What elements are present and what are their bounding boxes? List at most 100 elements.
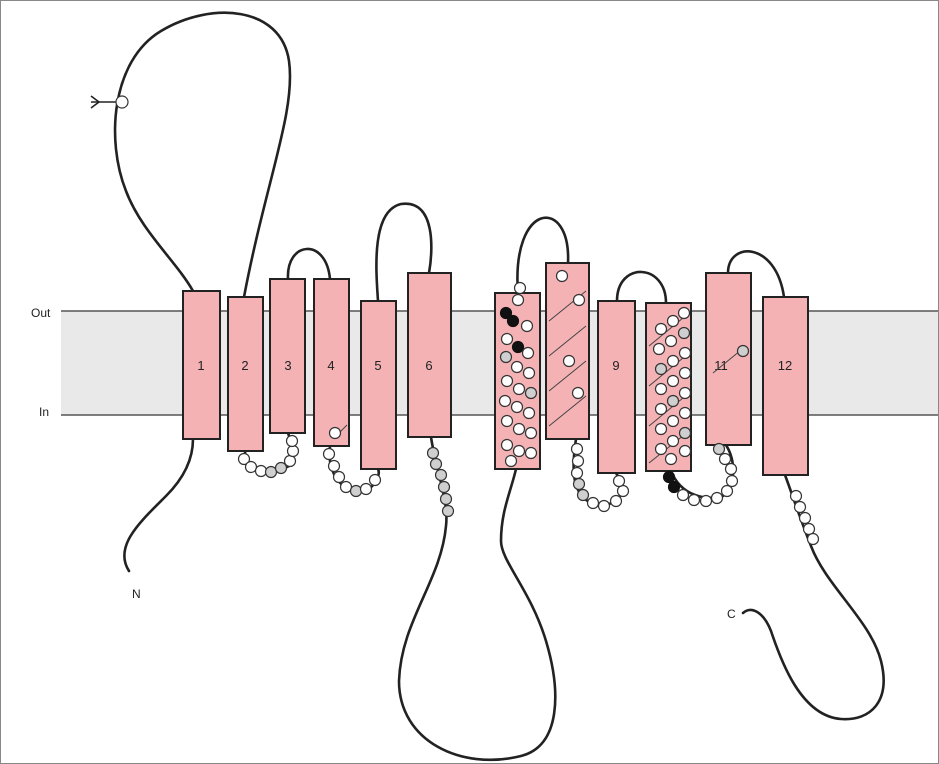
residue — [618, 486, 629, 497]
residue — [506, 456, 517, 467]
residue — [656, 324, 667, 335]
residue — [701, 496, 712, 507]
residue — [288, 446, 299, 457]
c-terminus-label: C — [727, 607, 736, 621]
residue — [678, 490, 689, 501]
residue — [287, 436, 298, 447]
residue — [502, 334, 513, 345]
residue — [656, 424, 667, 435]
residue — [611, 496, 622, 507]
residue — [668, 316, 679, 327]
residue — [574, 295, 585, 306]
helix-label-1: 1 — [197, 358, 204, 373]
helix-9 — [598, 301, 635, 473]
helices: 1 2 3 4 5 6 9 11 12 — [183, 263, 808, 475]
residue — [514, 424, 525, 435]
residue — [588, 498, 599, 509]
helix-label-3: 3 — [284, 358, 291, 373]
helix-11 — [706, 273, 751, 445]
residue — [513, 295, 524, 306]
extracellular-loop-1 — [115, 13, 290, 297]
helix-12 — [763, 297, 808, 475]
residue — [680, 446, 691, 457]
residue — [502, 440, 513, 451]
residue — [666, 336, 677, 347]
residue — [524, 408, 535, 419]
residue — [791, 491, 802, 502]
residue — [246, 462, 257, 473]
residue — [720, 454, 731, 465]
residue — [572, 468, 583, 479]
residue — [502, 376, 513, 387]
residue — [656, 384, 667, 395]
residue — [689, 495, 700, 506]
extracellular-loop-5 — [617, 272, 666, 303]
residue — [441, 494, 452, 505]
residue — [522, 321, 533, 332]
residue — [679, 328, 690, 339]
residue — [574, 479, 585, 490]
residue — [329, 461, 340, 472]
helix-label-5: 5 — [374, 358, 381, 373]
residue — [334, 472, 345, 483]
helix-label-2: 2 — [241, 358, 248, 373]
residue — [502, 416, 513, 427]
residue — [428, 448, 439, 459]
residue — [361, 484, 372, 495]
residue — [668, 436, 679, 447]
residue — [666, 454, 677, 465]
residue — [656, 404, 667, 415]
residue — [330, 428, 341, 439]
residue — [714, 444, 725, 455]
residue — [679, 308, 690, 319]
residue — [804, 524, 815, 535]
glycosylation-residue — [116, 96, 128, 108]
helix-2 — [228, 297, 263, 451]
residue — [285, 456, 296, 467]
residue — [800, 513, 811, 524]
helix-6 — [408, 273, 451, 437]
in-label: In — [39, 405, 49, 419]
residue — [668, 376, 679, 387]
residue — [712, 493, 723, 504]
residue — [795, 502, 806, 513]
residue — [266, 467, 277, 478]
residue — [256, 466, 267, 477]
residue — [668, 396, 679, 407]
residue — [501, 352, 512, 363]
residue — [722, 486, 733, 497]
helix-label-4: 4 — [327, 358, 334, 373]
residue — [680, 348, 691, 359]
residue — [573, 456, 584, 467]
n-terminal-tail — [124, 439, 193, 571]
residue — [324, 449, 335, 460]
residue — [526, 428, 537, 439]
helix-3 — [270, 279, 305, 433]
residue — [572, 444, 583, 455]
residue — [726, 464, 737, 475]
n-terminus-label: N — [132, 587, 141, 601]
residue — [578, 490, 589, 501]
c-terminal-tail — [743, 475, 884, 719]
residue — [656, 364, 667, 375]
helix-label-12: 12 — [778, 358, 792, 373]
residue — [512, 402, 523, 413]
residue — [727, 476, 738, 487]
residue — [514, 384, 525, 395]
residue — [370, 475, 381, 486]
residue — [512, 362, 523, 373]
residue — [573, 388, 584, 399]
residue — [680, 388, 691, 399]
residue — [526, 448, 537, 459]
residue — [680, 428, 691, 439]
helix-5 — [361, 301, 396, 469]
residue — [526, 388, 537, 399]
residue — [436, 470, 447, 481]
residue — [500, 396, 511, 407]
residue — [508, 316, 519, 327]
residue — [523, 348, 534, 359]
residue — [564, 356, 575, 367]
helix-label-9: 9 — [612, 358, 619, 373]
